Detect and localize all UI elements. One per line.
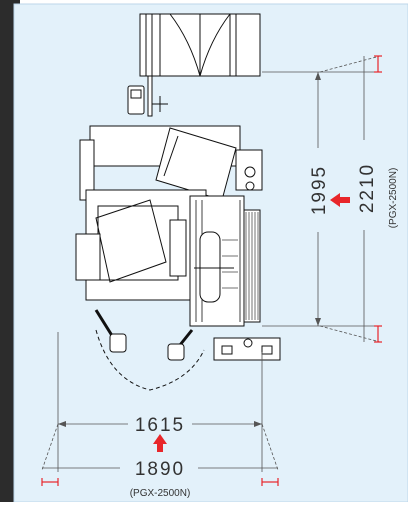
vertical-outer-value: 2210 [357,163,378,213]
top-hopper-box [139,13,261,77]
swing-arc [95,329,205,391]
vertical-dashed-bottom [319,325,381,343]
tilted-hopper [155,127,237,201]
horizontal-dashed-right [261,423,279,471]
horizontal-outer-note: (PGX-2500N) [130,488,191,499]
vertical-dashed-top [319,55,381,73]
horizontal-inner-arrowhead-left [58,421,66,427]
machine-drawing [75,13,281,391]
center-post [147,75,153,117]
horizontal-inner-value: 1615 [135,415,185,436]
caster-wheels [94,309,194,361]
vertical-inner-arrowhead-top [315,72,321,80]
bottom-control-box [213,337,281,361]
vertical-inner-value: 1995 [309,165,330,215]
vertical-outer-note: (PGX-2500N) [388,168,399,229]
red-up-arrow-icon [153,434,167,452]
horizontal-inner-arrowhead-right [254,421,262,427]
horizontal-dimension-group [41,332,279,486]
vertical-inner-arrowhead-bottom [315,318,321,326]
horizontal-red-brackets [41,478,279,486]
red-left-arrow-icon [330,193,350,207]
horizontal-outer-value: 1890 [135,459,185,480]
horizontal-dashed-left [41,423,59,471]
small-sensor-unit [127,85,168,115]
main-body [75,189,261,327]
vertical-red-brackets [374,55,382,343]
left-dark-frame [0,0,14,502]
vertical-dimension-group [262,55,382,343]
